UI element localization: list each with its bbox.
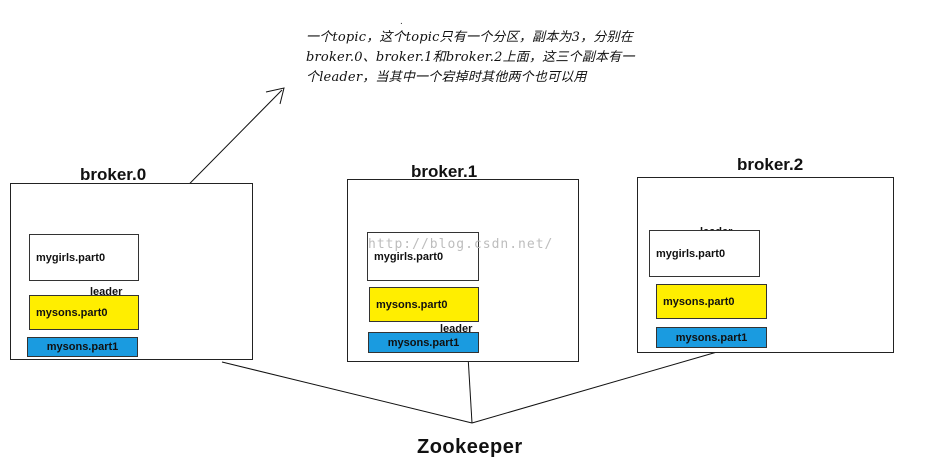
broker-2-mysons-part0: mysons.part0 [656,284,767,319]
broker-1-title: broker.1 [411,162,478,181]
broker-0-mysons-part0: mysons.part0 [29,295,139,330]
broker-2-title: broker.2 [737,155,804,174]
broker-1-mysons-part1: mysons.part1 [368,332,479,353]
watermark-url: http://blog.csdn.net/ [368,237,554,252]
broker-1-mygirls-part0: mygirls.part0 [367,232,479,281]
zookeeper-link-broker-2 [471,351,718,424]
zookeeper-link-broker-0 [221,361,473,424]
topic-note: 一个topic，这个topic只有一个分区，副本为3，分别在broker.0、b… [306,30,635,85]
broker-0-title: broker.0 [80,165,147,184]
broker-0-mygirls-part0: mygirls.part0 [29,234,139,281]
arrow-head [265,87,285,105]
broker-0-box: mygirls.part0 leader mysons.part0 mysons… [10,183,253,360]
note-dot: . [400,16,403,27]
broker-2-mysons-part1: mysons.part1 [656,327,767,348]
broker-0-mysons-part1: mysons.part1 [27,337,138,357]
broker-2-mygirls-part0: mygirls.part0 [649,230,760,277]
broker-1-box: mygirls.part0 mysons.part0 leader mysons… [347,179,579,362]
zookeeper-link-broker-1 [467,355,473,424]
broker-2-box: leader mygirls.part0 mysons.part0 mysons… [637,177,894,353]
broker-1-mysons-part0: mysons.part0 [369,287,479,322]
zookeeper-label: Zookeeper [417,436,523,458]
